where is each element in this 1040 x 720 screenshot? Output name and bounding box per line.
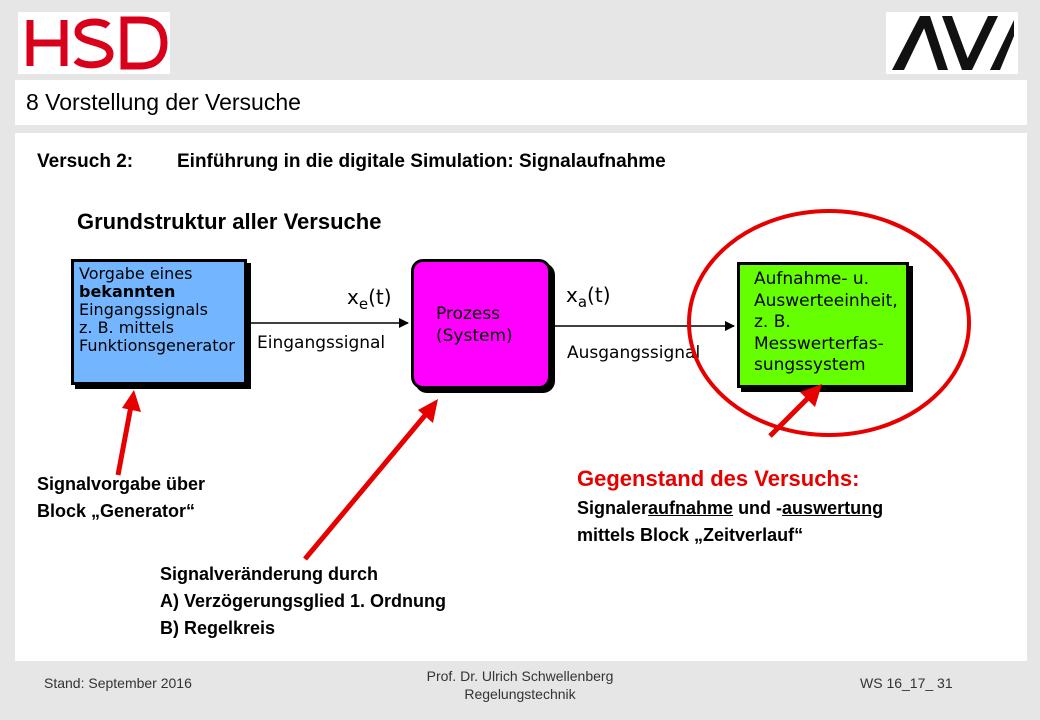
annotation-arrows [115,384,822,561]
output-block: Aufnahme- u. Auswerteeinheit, z. B. Mess… [737,262,909,388]
arrow-head [800,384,822,407]
generator-pointer-arrow [115,405,134,476]
footer-course: Regelungstechnik [464,686,576,702]
title-bar: 8 Vorstellung der Versuche [15,80,1027,125]
slide-title: 8 Vorstellung der Versuche [26,89,301,115]
input-block-line: bekannten [79,282,176,301]
input-block: Vorgabe eines bekannten Eingangssignals … [71,259,247,385]
process-pointer-arrow [303,411,429,561]
footer-author: Prof. Dr. Ulrich Schwellenberg Regelungs… [412,667,628,703]
signal-flow-arrows [251,318,735,331]
annotation-line: Block „Generator“ [37,501,196,521]
experiment-label: Versuch 2: [37,151,134,172]
av-logo-graphic [892,16,1014,70]
underlined-text: auswertung [782,498,884,518]
subject-line: Signaleraufnahme und -auswertung [577,495,883,522]
footer-date: Stand: September 2016 [44,675,192,691]
footer-page: WS 16_17_ 31 [860,675,953,691]
annotation-line: B) Regelkreis [160,618,276,638]
highlight-ellipse [687,209,971,437]
input-block-line: Vorgabe eines [79,264,193,283]
process-block-line: Prozess [436,304,501,324]
input-block-line: Funktionsgenerator [79,336,235,355]
input-block-line: z. B. mittels [79,318,174,337]
av-logo [886,12,1018,74]
output-block-line: Messwerterfas- [754,333,884,354]
hsd-logo [18,12,170,74]
text-part: Signaler [577,498,649,518]
output-block-line: sungssystem [754,355,866,375]
diagram-arrows [115,209,971,561]
text-part: und - [733,498,783,518]
slide-content: Versuch 2: Einführung in die digitale Si… [15,133,1027,661]
output-block-line: z. B. [754,312,791,332]
signal-arg: (t) [587,283,611,307]
underlined-text: aufnahme [648,498,734,518]
change-annotation: Signalveränderung durch A) Verzögerungsg… [160,561,446,642]
input-signal-label: Eingangssignal [257,333,386,353]
arrow-head [122,390,141,412]
output-signal-label: Ausgangssignal [567,343,701,363]
signal-sub: a [577,293,588,311]
signal-var: x [347,285,359,309]
subject-title: Gegenstand des Versuchs: [577,466,860,491]
diagram-heading: Grundstruktur aller Versuche [77,209,382,234]
hsd-logo-graphic [26,16,168,70]
output-pointer-arrow [768,394,812,438]
signal-arg: (t) [368,285,392,309]
annotation-line: Signalveränderung durch [160,564,379,584]
process-block-line: (System) [436,326,513,346]
output-block-line: Auswerteeinheit, [754,290,898,311]
annotation-line: A) Verzögerungsglied 1. Ordnung [160,591,447,611]
arrow-head [418,399,438,423]
output-signal-symbol: xa(t) [566,283,611,311]
subject-annotation: Signaleraufnahme und -auswertung mittels… [577,495,883,549]
input-block-line: Eingangssignals [79,300,208,319]
signal-sub: e [358,295,369,313]
subject-line: mittels Block „Zeitverlauf“ [577,525,804,545]
signal-var: x [566,283,578,307]
input-signal-symbol: xe(t) [347,285,392,313]
footer-author-name: Prof. Dr. Ulrich Schwellenberg [426,668,614,684]
generator-annotation: Signalvorgabe über Block „Generator“ [37,471,205,525]
experiment-title: Einführung in die digitale Simulation: S… [177,151,666,172]
output-block-line: Aufnahme- u. [754,269,870,289]
annotation-line: Signalvorgabe über [37,474,206,494]
process-block: Prozess (System) [411,259,551,389]
